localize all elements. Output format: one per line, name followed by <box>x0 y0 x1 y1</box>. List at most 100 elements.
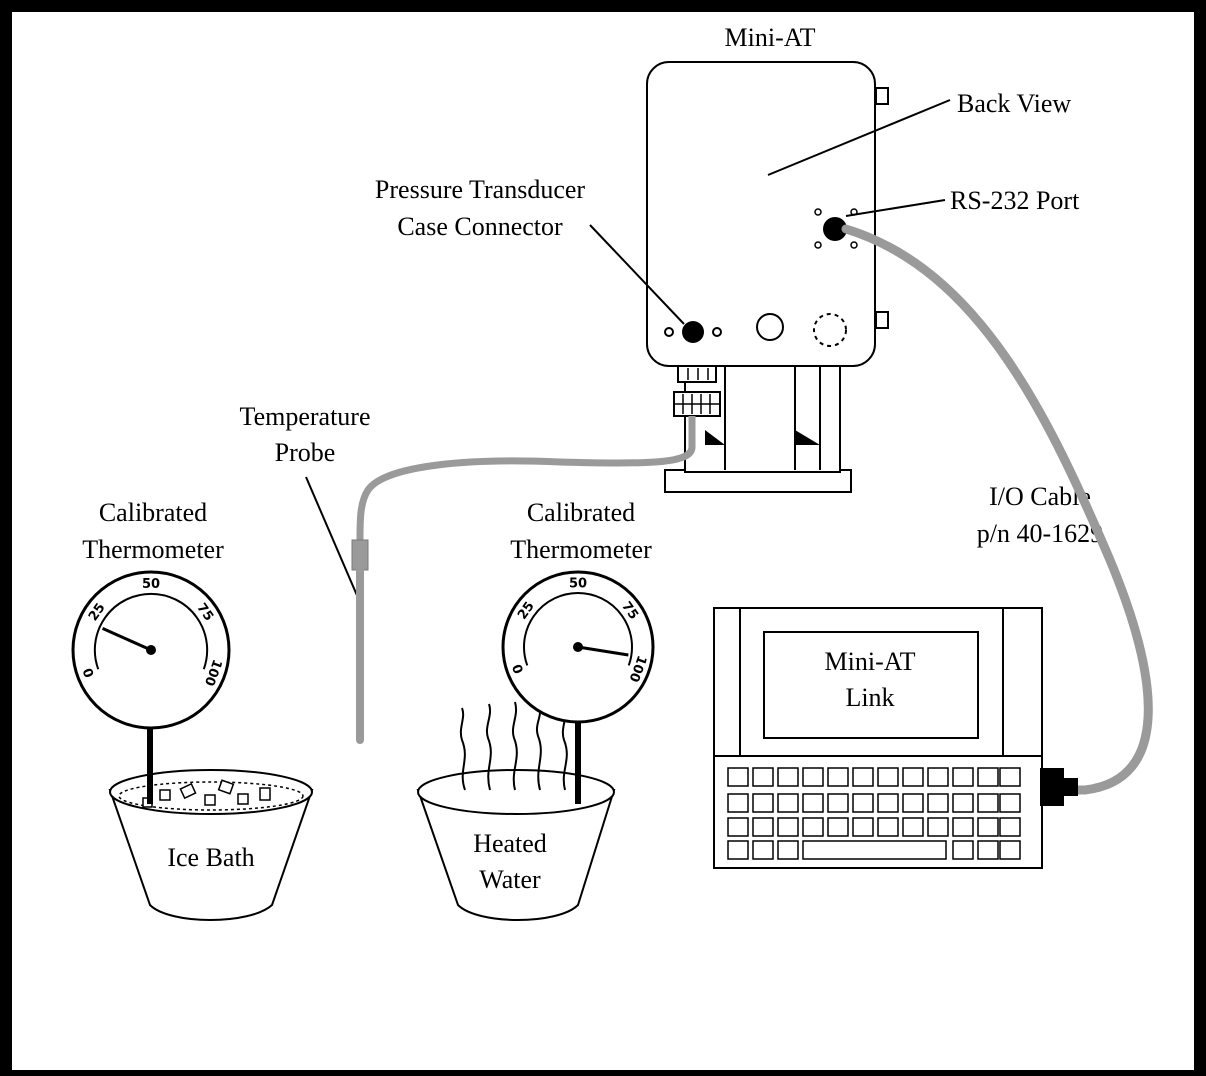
keyboard-key <box>777 793 799 813</box>
pressure-transducer-label-1: Pressure Transducer <box>375 175 585 204</box>
back-view-leader <box>767 99 951 176</box>
keyboard-key <box>852 793 874 813</box>
keyboard-key <box>877 767 899 787</box>
heated-water-bucket: Heated Water <box>416 701 616 921</box>
latch-top <box>875 87 889 105</box>
io-cable-label-2: p/n 40-1629 <box>977 519 1103 548</box>
keyboard-key <box>952 817 974 837</box>
keyboard-key <box>999 840 1021 860</box>
keyboard-key <box>999 793 1021 813</box>
steam-2 <box>486 703 492 791</box>
keyboard-key <box>952 793 974 813</box>
keyboard-key <box>727 840 749 860</box>
heated-water-label-1: Heated <box>473 829 547 858</box>
keyboard-key <box>902 767 924 787</box>
pressure-transducer-leader <box>589 224 685 325</box>
temperature-probe-leader <box>305 476 363 608</box>
keyboard-key <box>777 767 799 787</box>
heated-water-label-2: Water <box>479 865 541 894</box>
keyboard-key <box>902 817 924 837</box>
thermometer-left-stem <box>147 712 153 804</box>
keyboard-key <box>827 793 849 813</box>
steam-3 <box>512 701 518 791</box>
keyboard-key <box>802 767 824 787</box>
temperature-probe-label-1: Temperature <box>240 402 371 431</box>
keyboard-key <box>977 840 999 860</box>
steam-1 <box>459 707 466 791</box>
keyboard-key <box>802 817 824 837</box>
rs232-leader <box>845 199 946 217</box>
vent <box>813 313 847 347</box>
thermometer-left-label-1: Calibrated <box>99 498 207 527</box>
probe-cable <box>356 416 696 541</box>
keyboard-key <box>999 817 1021 837</box>
keyboard-key <box>977 793 999 813</box>
keyboard-key <box>852 767 874 787</box>
thermometer-right-label-2: Thermometer <box>510 535 652 564</box>
keyboard-key <box>927 817 949 837</box>
keyboard-key <box>877 817 899 837</box>
latch-bottom <box>875 311 889 329</box>
ice-bath-label: Ice Bath <box>167 843 254 872</box>
terminal-block-upper <box>677 365 717 383</box>
keyboard-key <box>727 793 749 813</box>
keyboard-key <box>827 817 849 837</box>
keyboard-key <box>752 767 774 787</box>
left-scale-arc <box>93 592 209 670</box>
right-scale-arc <box>523 592 633 666</box>
keyboard-key <box>752 817 774 837</box>
ice-bath-bucket: Ice Bath <box>108 769 314 921</box>
device-screen <box>763 631 979 739</box>
keyboard-spacebar <box>802 840 947 860</box>
keyboard-key <box>952 767 974 787</box>
keyboard-key <box>777 840 799 860</box>
keyboard <box>727 767 1021 860</box>
keyboard-key <box>852 817 874 837</box>
keyboard-key <box>727 767 749 787</box>
right-tick-label: 50 <box>569 577 587 592</box>
keyboard-key <box>999 767 1021 787</box>
keyboard-key <box>727 817 749 837</box>
unit-base <box>664 469 852 493</box>
pressure-transducer-connector <box>682 321 704 343</box>
pressure-transducer-label-2: Case Connector <box>397 212 563 241</box>
keyboard-key <box>952 840 974 860</box>
keyboard-key <box>777 817 799 837</box>
mini-at-link-device: Mini-AT Link <box>713 607 1078 869</box>
left-tick-label: 50 <box>142 577 160 592</box>
left-needle <box>101 627 152 652</box>
steam-4 <box>536 705 542 791</box>
keyboard-key <box>752 840 774 860</box>
keyboard-key <box>902 793 924 813</box>
keyboard-key <box>927 767 949 787</box>
thermometer-right-label-1: Calibrated <box>527 498 635 527</box>
temperature-probe-label-2: Probe <box>275 438 336 467</box>
keyboard-key <box>827 767 849 787</box>
keyboard-key <box>752 793 774 813</box>
io-cable <box>841 224 1153 795</box>
keyboard-key <box>877 793 899 813</box>
keyboard-key <box>927 793 949 813</box>
back-view-label: Back View <box>957 89 1071 118</box>
rs232-port <box>823 217 847 241</box>
right-needle <box>577 645 629 657</box>
thermometer-right-stem <box>575 712 581 804</box>
probe-handle <box>351 539 369 571</box>
unit-case <box>646 61 876 367</box>
keyboard-key <box>977 767 999 787</box>
left-needle-hub <box>146 645 156 655</box>
device-cable-connector <box>1040 768 1064 806</box>
keyboard-key <box>802 793 824 813</box>
mini-at-unit: Mini-AT <box>646 23 889 493</box>
right-needle-hub <box>573 642 583 652</box>
round-plug <box>756 313 784 341</box>
keyboard-key <box>977 817 999 837</box>
screen-label-1: Mini-AT <box>825 647 916 676</box>
screen-label-2: Link <box>845 683 894 712</box>
thermometer-left-label-2: Thermometer <box>82 535 224 564</box>
rs232-port-label: RS-232 Port <box>950 186 1080 215</box>
